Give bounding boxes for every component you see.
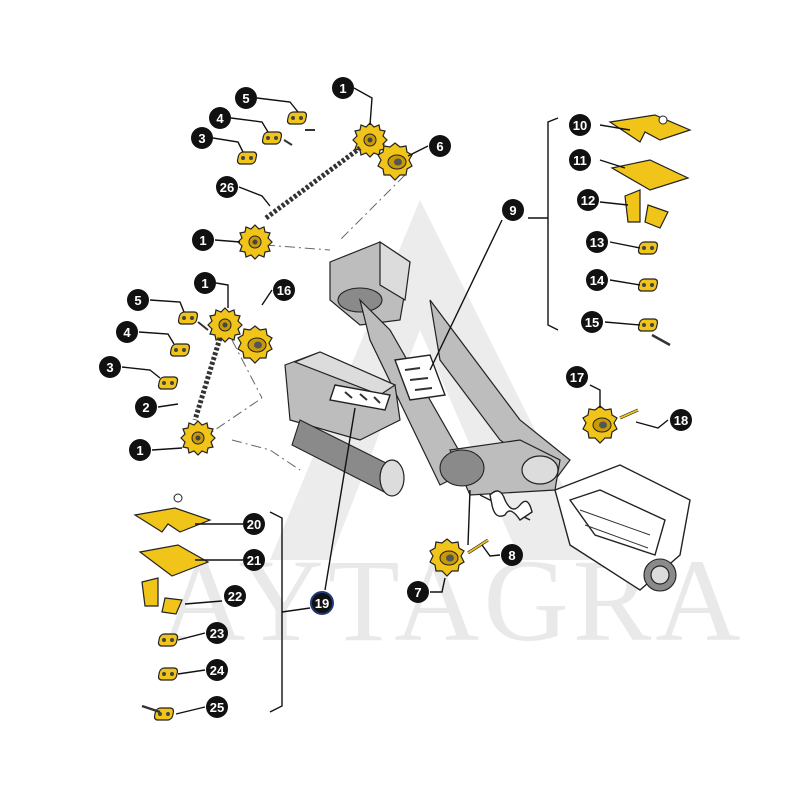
svg-text:12: 12 xyxy=(581,193,595,208)
svg-text:22: 22 xyxy=(228,589,242,604)
sprocket-left-bottom xyxy=(180,420,216,456)
svg-text:21: 21 xyxy=(247,553,261,568)
idler-sprocket-16 xyxy=(237,325,273,364)
svg-text:3: 3 xyxy=(198,131,205,146)
svg-text:25: 25 xyxy=(210,700,224,715)
leader-lines xyxy=(121,87,669,715)
callout-2: 2 xyxy=(135,396,157,418)
machine-lower-housing xyxy=(284,351,405,497)
svg-text:24: 24 xyxy=(210,663,225,678)
svg-text:4: 4 xyxy=(216,111,224,126)
sprocket-upper-bottom xyxy=(237,224,273,260)
svg-text:2: 2 xyxy=(142,400,149,415)
svg-text:4: 4 xyxy=(123,325,131,340)
right-exploded-parts xyxy=(608,114,692,347)
svg-text:13: 13 xyxy=(590,235,604,250)
idler-sprocket-6 xyxy=(377,142,413,181)
callout-12: 12 xyxy=(577,189,599,211)
callouts: 1 5 4 3 6 26 1 1 16 5 4 3 2 1 9 10 11 12… xyxy=(99,77,692,718)
svg-text:3: 3 xyxy=(106,360,113,375)
svg-text:17: 17 xyxy=(570,370,584,385)
svg-text:1: 1 xyxy=(201,276,208,291)
svg-text:14: 14 xyxy=(590,273,605,288)
callout-9: 9 xyxy=(502,199,524,221)
svg-text:1: 1 xyxy=(136,443,143,458)
callout-4-left: 4 xyxy=(116,321,138,343)
callout-1-left-top: 1 xyxy=(194,272,216,294)
upper-drive-assembly xyxy=(236,111,413,260)
svg-text:5: 5 xyxy=(134,293,141,308)
idler-sprocket-17 xyxy=(582,405,618,444)
callout-10: 10 xyxy=(569,114,591,136)
callout-25: 25 xyxy=(206,696,228,718)
svg-text:26: 26 xyxy=(220,180,234,195)
callout-23: 23 xyxy=(206,622,228,644)
svg-text:19: 19 xyxy=(315,596,329,611)
callout-1-left-bottom: 1 xyxy=(129,439,151,461)
callout-24: 24 xyxy=(206,659,228,681)
chain-link-4a xyxy=(261,131,283,145)
svg-text:16: 16 xyxy=(277,283,291,298)
svg-text:1: 1 xyxy=(199,233,206,248)
header-frame xyxy=(554,464,691,592)
svg-text:8: 8 xyxy=(508,548,515,563)
callout-26: 26 xyxy=(216,176,238,198)
callout-1-upper-top: 1 xyxy=(332,77,354,99)
callout-8: 8 xyxy=(501,544,523,566)
callout-21: 21 xyxy=(243,549,265,571)
callout-22: 22 xyxy=(224,585,246,607)
left-exploded-parts xyxy=(133,493,212,721)
callout-1-upper-bottom: 1 xyxy=(192,229,214,251)
svg-text:15: 15 xyxy=(585,315,599,330)
sprocket-left-top xyxy=(207,307,243,343)
svg-text:1: 1 xyxy=(339,81,346,96)
callout-17: 17 xyxy=(566,366,588,388)
sprocket-upper-top xyxy=(352,122,388,158)
callout-11: 11 xyxy=(569,149,591,171)
callout-19: 19 xyxy=(310,591,334,615)
svg-text:6: 6 xyxy=(436,139,443,154)
callout-3-upper: 3 xyxy=(191,127,213,149)
callout-6: 6 xyxy=(429,135,451,157)
chain-link-3a xyxy=(236,151,258,165)
svg-text:7: 7 xyxy=(414,585,421,600)
callout-3-left: 3 xyxy=(99,356,121,378)
callout-5-upper: 5 xyxy=(235,87,257,109)
bracket-right xyxy=(547,117,559,331)
callout-14: 14 xyxy=(586,269,608,291)
svg-text:10: 10 xyxy=(573,118,587,133)
left-drive-assembly xyxy=(157,307,273,456)
watermark: AYTAGRA xyxy=(160,200,741,666)
callout-5-left: 5 xyxy=(127,289,149,311)
svg-text:9: 9 xyxy=(509,203,516,218)
callout-20: 20 xyxy=(243,513,265,535)
callout-18: 18 xyxy=(670,409,692,431)
svg-text:23: 23 xyxy=(210,626,224,641)
svg-text:20: 20 xyxy=(247,517,261,532)
machine-central-tube xyxy=(429,299,571,496)
callout-7: 7 xyxy=(407,581,429,603)
auger-screw xyxy=(479,490,533,521)
callout-16: 16 xyxy=(273,279,295,301)
chain-link-5a xyxy=(286,111,308,125)
machine-upper-housing xyxy=(329,240,471,486)
callout-15: 15 xyxy=(581,311,603,333)
svg-text:5: 5 xyxy=(242,91,249,106)
callout-4-upper: 4 xyxy=(209,107,231,129)
svg-text:18: 18 xyxy=(674,413,688,428)
callout-13: 13 xyxy=(586,231,608,253)
svg-text:11: 11 xyxy=(573,153,587,168)
